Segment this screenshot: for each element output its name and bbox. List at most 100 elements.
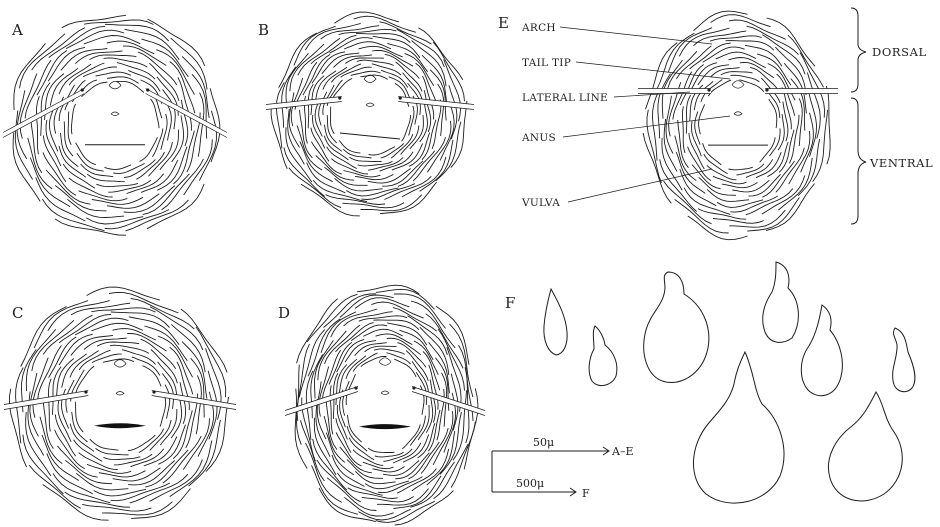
female-outline-1 — [544, 289, 567, 355]
lateral-line — [412, 392, 485, 416]
label-anus: ANUS — [521, 132, 556, 144]
striae-line — [20, 26, 207, 224]
striae-line — [30, 312, 210, 501]
female-outlines-f — [544, 262, 915, 503]
striae-line — [311, 54, 431, 177]
panel-letter-e: E — [498, 14, 509, 32]
phasmid-dot — [765, 88, 768, 91]
scale-label-500: 500μ — [516, 477, 544, 490]
leader-anus — [563, 116, 730, 137]
label-tail-tip: TAIL TIP — [522, 57, 571, 69]
striae-line — [62, 345, 177, 465]
scale-bars: 50μ A–E 500μ F — [492, 436, 633, 500]
label-vulva: VULVA — [521, 197, 560, 209]
phasmid-dot — [412, 386, 415, 389]
striae-line — [340, 349, 430, 462]
brace-dorsal — [851, 8, 866, 92]
striae-line — [334, 338, 439, 472]
striae-line — [53, 333, 190, 477]
female-outline-3 — [644, 272, 709, 382]
striae-line — [673, 47, 802, 201]
striae-line — [666, 41, 810, 213]
female-outline-5 — [801, 305, 842, 396]
panel-letter-b: B — [258, 21, 269, 39]
striae-line — [311, 308, 461, 502]
lateral-line — [146, 91, 227, 135]
striae-line — [343, 353, 427, 457]
female-outline-4 — [763, 262, 799, 342]
striae-line — [319, 64, 421, 166]
striae-line — [33, 314, 204, 496]
striae-line — [336, 343, 436, 469]
phasmid-dot — [81, 88, 84, 91]
female-outline-7 — [693, 352, 784, 503]
striae-line — [286, 26, 457, 205]
female-outline-8 — [828, 392, 902, 501]
striae-line — [314, 312, 458, 499]
scale-label-50: 50μ — [533, 436, 554, 449]
phasmid-dot — [338, 96, 341, 99]
lateral-line — [146, 89, 227, 133]
striae-line — [295, 285, 478, 525]
anus — [366, 103, 374, 107]
striae-line — [315, 60, 423, 170]
striae-line — [271, 12, 467, 216]
anus — [734, 112, 742, 116]
vulva — [94, 423, 146, 428]
phasmid-dot — [152, 390, 155, 393]
striae-line — [64, 72, 167, 177]
anus — [111, 112, 119, 116]
striae-line — [327, 71, 414, 158]
female-outline-6 — [893, 328, 915, 392]
striae-line — [686, 63, 791, 188]
striae-line — [658, 26, 820, 223]
scale-target-f: F — [582, 487, 590, 500]
perineal-pattern-d — [285, 285, 485, 525]
anus — [381, 391, 389, 395]
panel-letter-c: C — [12, 304, 23, 322]
striae-line — [71, 81, 159, 169]
brace-ventral — [851, 98, 866, 224]
striae-line — [9, 287, 228, 520]
perineal-pattern-b — [266, 12, 474, 216]
striae-line — [297, 294, 473, 520]
label-ventral: VENTRAL — [869, 156, 933, 170]
striae-line — [337, 346, 432, 465]
phasmid-dot — [707, 88, 710, 91]
tail-tip — [109, 81, 121, 89]
striae-line — [43, 51, 187, 201]
striae-line — [43, 323, 197, 485]
tail-tip — [379, 358, 391, 366]
striae-line — [71, 354, 170, 455]
lateral-line — [152, 393, 236, 407]
striae-line — [59, 67, 171, 182]
label-dorsal: DORSAL — [872, 45, 927, 59]
striae-line — [689, 67, 788, 183]
leader-tail-tip — [576, 62, 730, 79]
striae-line — [22, 298, 222, 511]
phasmid-dot — [354, 386, 357, 389]
striae-line — [346, 356, 424, 452]
panel-letter-a: A — [11, 21, 23, 39]
phasmid-dot — [399, 96, 402, 99]
perineal-pattern-e — [638, 11, 838, 240]
striae-line — [66, 350, 174, 460]
striae-line — [46, 55, 184, 197]
striae-line — [75, 359, 165, 451]
striae-line — [48, 329, 192, 481]
perineal-pattern-c — [4, 287, 236, 520]
label-lateral-line: LATERAL LINE — [522, 92, 608, 104]
striae-line — [331, 75, 411, 155]
striae-line — [323, 67, 418, 162]
striae-line — [16, 292, 226, 515]
panel-letter-d: D — [278, 304, 290, 322]
striae-line — [58, 342, 182, 470]
label-arch: ARCH — [521, 22, 556, 34]
vulva — [359, 424, 411, 429]
phasmid-dot — [84, 390, 87, 393]
tail-tip — [732, 81, 744, 89]
female-outline-2 — [589, 326, 617, 386]
vulva — [340, 133, 400, 139]
scale-target-ae: A–E — [611, 445, 633, 458]
